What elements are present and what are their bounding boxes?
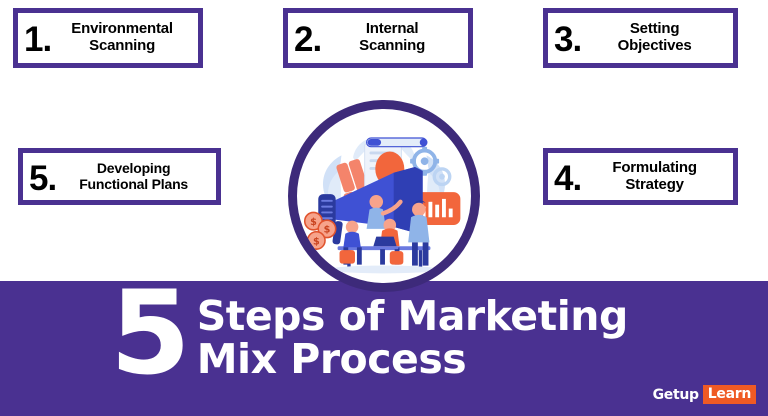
step-number-4: 4. (554, 158, 582, 198)
step-label-1: Environmental Scanning (71, 20, 173, 54)
person-standing (366, 195, 403, 229)
person-seated-center (373, 218, 404, 265)
logo-word-getup: Getup (652, 386, 699, 403)
floor-shadow (327, 265, 441, 274)
step-box-5: 5. Developing Functional Plans (18, 148, 221, 205)
step-number-1: 1. (24, 20, 52, 60)
step-box-4: 4. Formulating Strategy (543, 148, 738, 205)
svg-text:$: $ (313, 236, 320, 247)
step-label-3: Setting Objectives (617, 20, 692, 54)
step-label-2: Internal Scanning (359, 20, 426, 54)
marketing-illustration-svg: $ $ $ (303, 137, 461, 274)
step-box-1: 1. Environmental Scanning (13, 8, 203, 68)
step-box-2: 2. Internal Scanning (283, 8, 473, 68)
banner-title-lines: Steps of Marketing Mix Process (196, 289, 629, 384)
step-number-2: 2. (294, 20, 322, 60)
step-number-5: 5. (29, 158, 57, 198)
people-icons (339, 195, 430, 266)
step-label-4: Formulating Strategy (612, 158, 697, 193)
person-standing-right (408, 200, 430, 266)
circle-ring-border: $ $ $ (288, 100, 480, 292)
dollar-coins-icon: $ $ $ (303, 211, 337, 250)
banner-title-row: 5 Steps of Marketing Mix Process (110, 275, 629, 391)
step-number-3: 3. (554, 20, 582, 60)
banner-title-line-2: Mix Process (196, 335, 467, 384)
gears-icon (410, 146, 452, 187)
step-label-5: Developing Functional Plans (79, 159, 189, 192)
step-box-3: 3. Setting Objectives (543, 8, 738, 68)
center-illustration-circle: $ $ $ (288, 100, 480, 292)
title-banner: 5 Steps of Marketing Mix Process (0, 275, 768, 416)
banner-big-number: 5 (110, 266, 191, 401)
svg-text:$: $ (310, 217, 317, 228)
person-seated-left (339, 220, 362, 265)
banner-title-line-1: Steps of Marketing (196, 292, 629, 340)
logo-word-learn: Learn (702, 385, 756, 404)
svg-text:$: $ (324, 225, 331, 236)
getup-learn-logo[interactable]: Getup Learn (653, 385, 756, 404)
